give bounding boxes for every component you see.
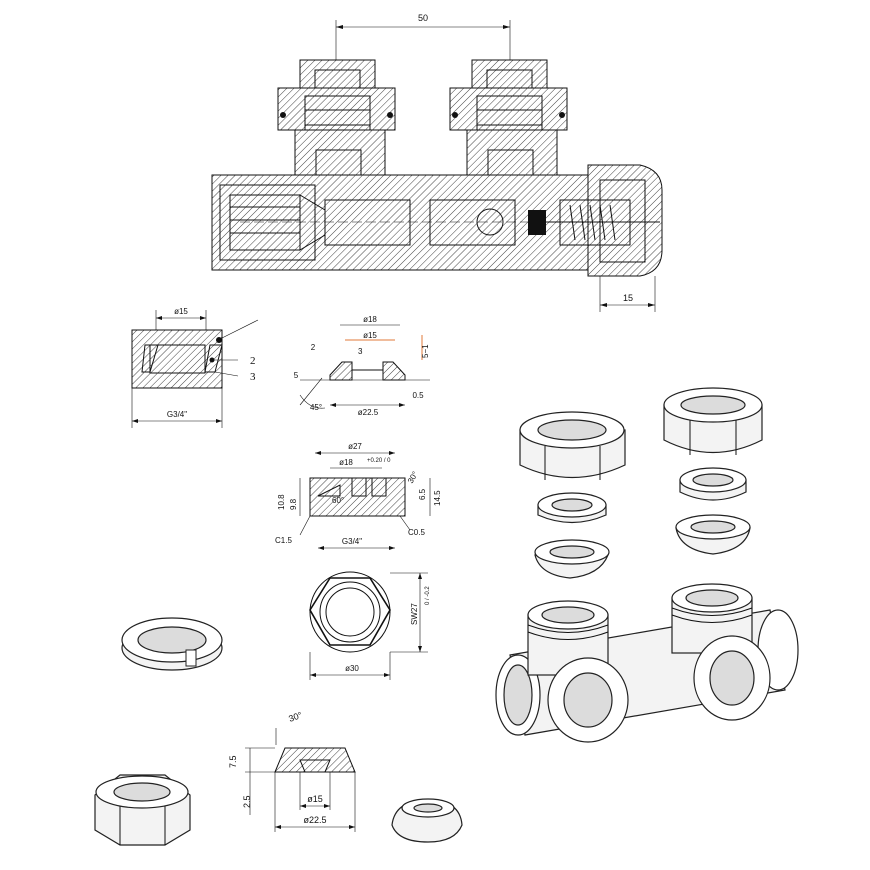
dim-45-label: 45° <box>310 403 322 412</box>
dim-d15-cone-label: ø15 <box>307 794 323 804</box>
dim-2-label: 2 <box>311 343 316 352</box>
main-valve-section: 50 <box>211 13 663 312</box>
dim-sw27-label: SW27 <box>410 603 419 625</box>
dim-c0-5-label: C0.5 <box>408 528 425 537</box>
dim-d18-label: ø18 <box>363 315 377 324</box>
dim-10-8-label: 10.8 <box>277 494 286 510</box>
dim-5-1-label: 5−1 <box>421 344 430 358</box>
dim-d22-5-cone-label: ø22.5 <box>303 815 326 825</box>
dim-6-5-label: 6.5 <box>418 488 427 500</box>
dim-7-5-label: 7.5 <box>228 755 238 768</box>
dim-3-label: 3 <box>358 347 363 356</box>
dim-d22-5-label: ø22.5 <box>358 408 379 417</box>
dim-g34-label: G3/4" <box>167 410 187 419</box>
dim-d15-label: ø15 <box>174 307 188 316</box>
hex-nut-front-view: SW27 0 / -0.2 ø30 <box>309 571 431 680</box>
dim-50-label: 50 <box>418 13 428 23</box>
dim-2-5-label: 2.5 <box>242 795 252 808</box>
dim-d18-fit-label: ø18 <box>339 458 353 467</box>
dim-d27-label: ø27 <box>348 442 362 451</box>
nut-section-view: ø15 2 3 G3/4" <box>131 307 259 428</box>
cone-ring-section: 30° 7.5 2.5 ø15 ø22.5 <box>228 710 356 832</box>
dim-d30-label: ø30 <box>345 664 359 673</box>
dim-d15-ring-label: ø15 <box>363 331 377 340</box>
dim-14-5-label: 14.5 <box>433 490 442 506</box>
dim-30deg-label: 30° <box>287 710 304 724</box>
dim-0-5-label: 0.5 <box>412 391 424 400</box>
dim-d18-tol-label: +0.20 / 0 <box>367 458 391 464</box>
dim-5-label: 5 <box>294 371 299 380</box>
valve-body-illustration <box>495 583 799 743</box>
hex-nut-illustration <box>94 774 191 846</box>
right-union-coupling <box>449 59 568 181</box>
callout-2: 2 <box>250 355 256 367</box>
ring-detail-view: ø18 ø15 5−1 2 3 5 45° ø22.5 0.5 <box>294 315 430 417</box>
left-union-coupling <box>277 59 396 181</box>
nut-set-right-illustration <box>663 387 763 555</box>
dim-c1-5-label: C1.5 <box>275 536 292 545</box>
cone-ring-illustration <box>391 798 463 843</box>
dim-15-label: 15 <box>623 293 633 303</box>
dim-sw27-tol-label: 0 / -0.2 <box>425 586 431 605</box>
dim-9-8-label: 9.8 <box>289 498 298 510</box>
thermostat-cap <box>528 164 663 277</box>
dim-30-fit-label: 30° <box>406 470 420 485</box>
fitting-detail-view: ø27 ø18 +0.20 / 0 10.8 9.8 60° 30° 6.5 1… <box>275 442 442 550</box>
dim-60-label: 60° <box>332 496 344 505</box>
nut-set-left-illustration <box>519 411 626 579</box>
dim-g34-fit-label: G3/4" <box>342 537 362 546</box>
callout-3: 3 <box>250 371 256 383</box>
split-ring-illustration <box>121 617 223 671</box>
